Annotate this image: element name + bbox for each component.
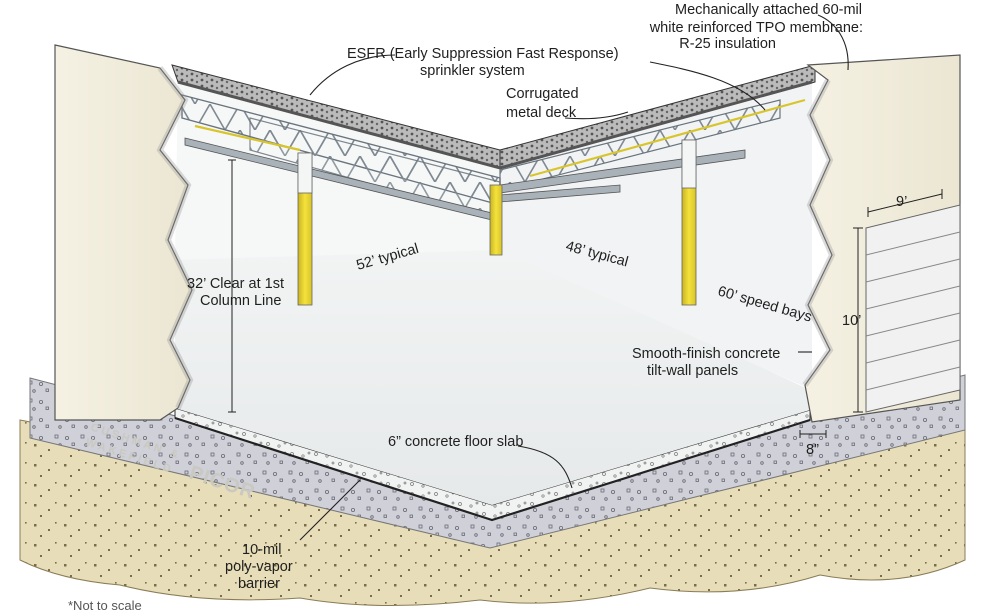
tpo-label-line1: Mechanically attached 60-mil xyxy=(675,2,862,18)
vapor-label-line3: barrier xyxy=(238,576,280,592)
tpo-label-line3: R-25 insulation xyxy=(679,36,776,52)
tpo-label-line2: white reinforced TPO membrane: xyxy=(649,20,863,36)
roof-deck-right xyxy=(499,64,816,169)
door-width-dimension xyxy=(867,189,943,217)
column-center xyxy=(489,184,503,256)
left-wall-panel xyxy=(54,44,193,421)
door-width-label: 9’ xyxy=(896,194,907,210)
slab-label: 6” concrete floor slab xyxy=(388,434,523,450)
deck-label-line2: metal deck xyxy=(506,105,577,121)
esfr-label-line1: ESFR (Early Suppression Fast Response) xyxy=(347,46,619,62)
soil-layer xyxy=(19,404,966,607)
floor-slab xyxy=(175,245,810,505)
esfr-label-line2: sprinkler system xyxy=(420,63,525,79)
wall-thickness-dimension xyxy=(799,430,827,438)
clear-height-label-line2: Column Line xyxy=(200,293,281,309)
deck-label-line1: Corrugated xyxy=(506,86,579,102)
panel-label-line2: tilt-wall panels xyxy=(647,363,738,379)
door-height-dimension xyxy=(853,227,863,413)
vapor-label-line1: 10-mil xyxy=(242,542,281,558)
dock-door xyxy=(865,204,961,413)
clear-height-dimension xyxy=(228,159,236,413)
sprinkler-line xyxy=(194,98,806,178)
clear-height-label-line1: 32’ Clear at 1st xyxy=(187,276,284,292)
vapor-label-line2: poly-vapor xyxy=(225,559,293,575)
door-height-label: 10’ xyxy=(842,313,861,329)
footnote: *Not to scale xyxy=(68,598,142,613)
panel-label-line1: Smooth-finish concrete xyxy=(632,346,780,362)
wall-thickness-label: 8” xyxy=(806,442,819,458)
